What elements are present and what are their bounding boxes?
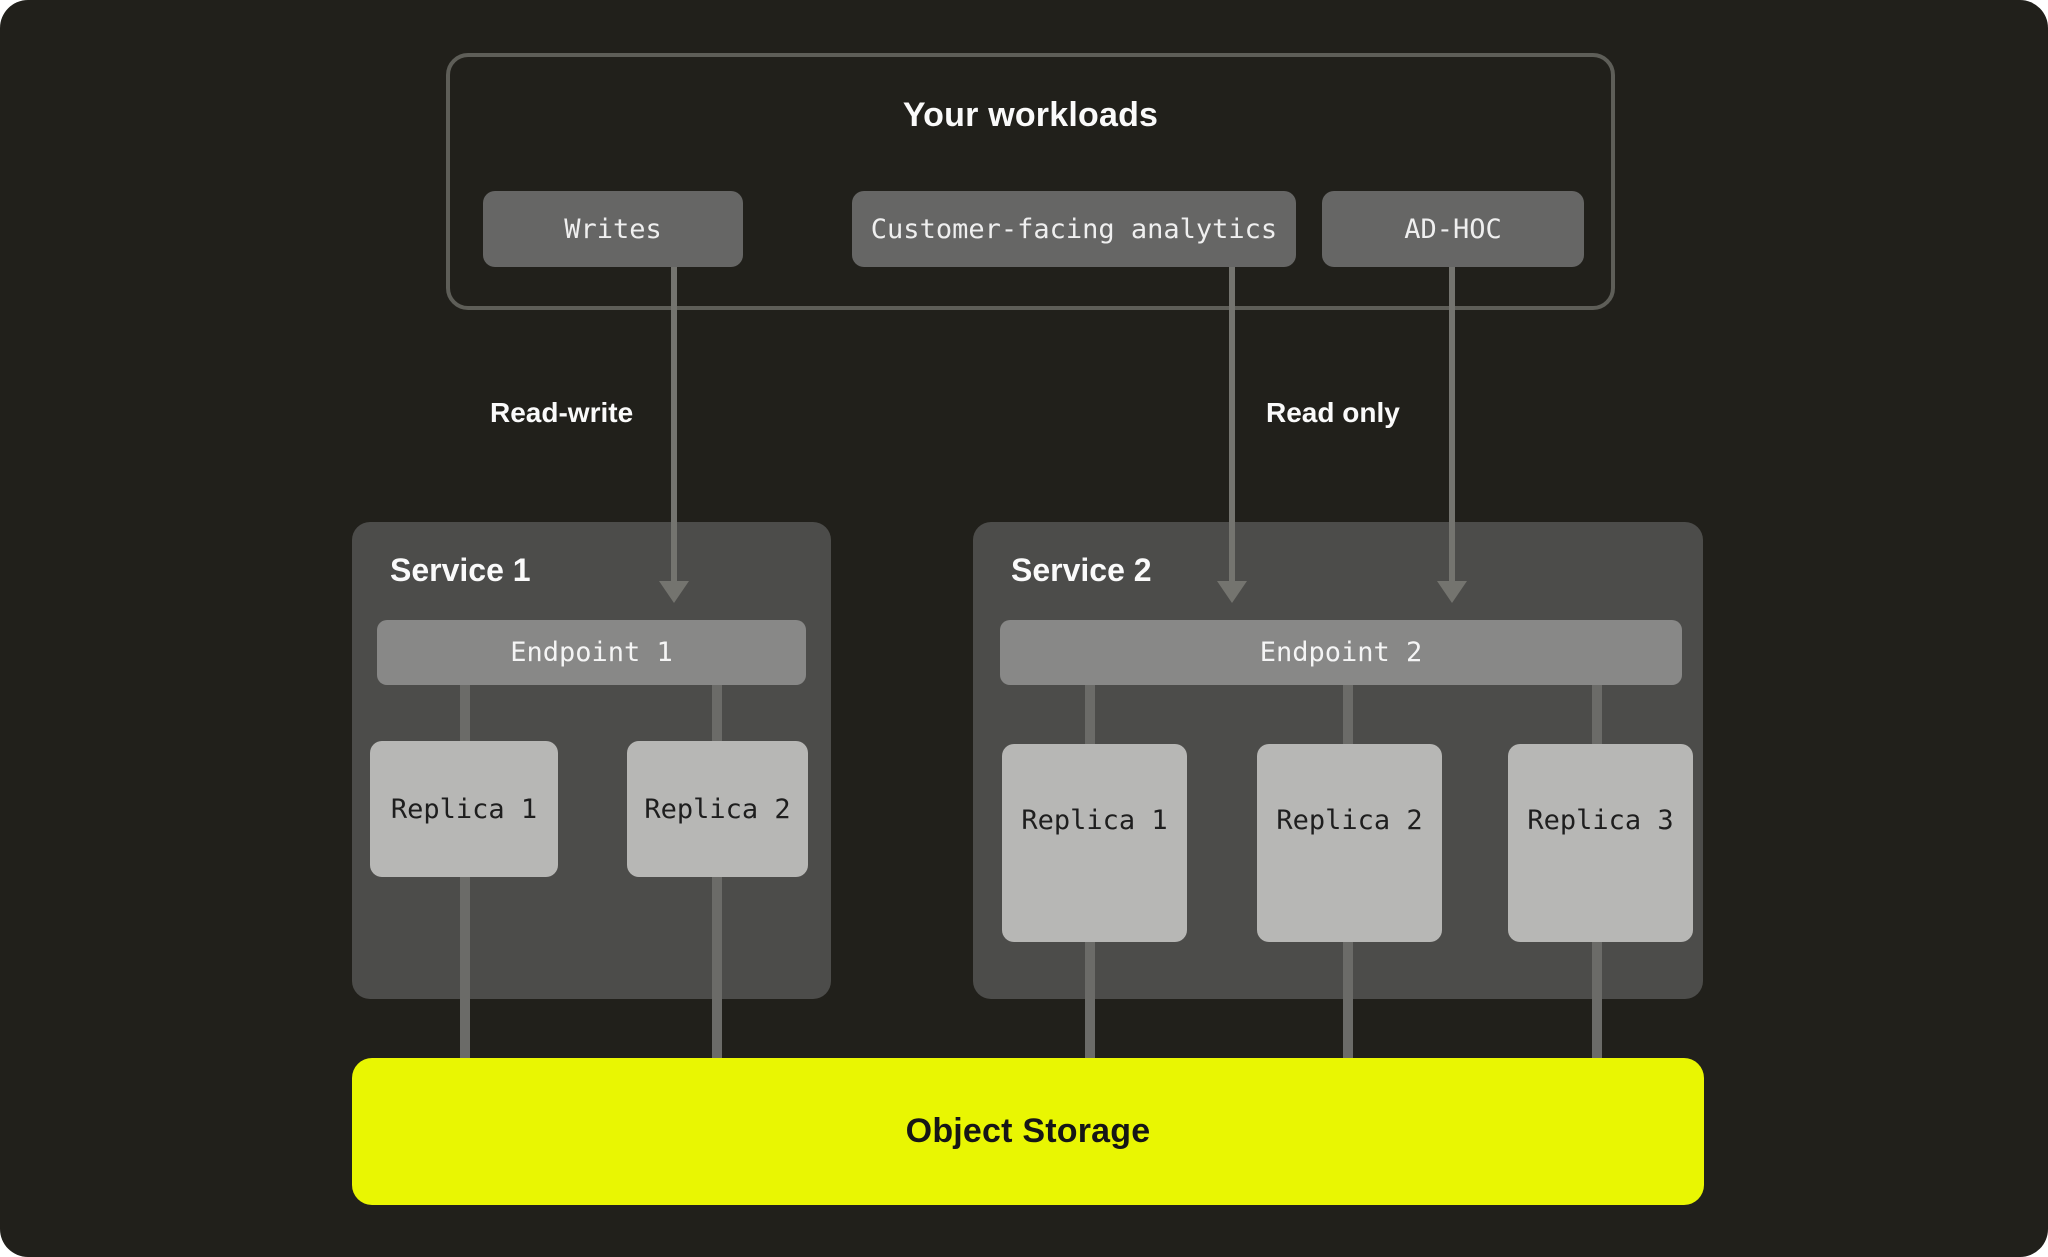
arrow-analytics-to-endpoint2 — [1229, 267, 1235, 583]
arrowhead-analytics-to-endpoint2 — [1217, 581, 1247, 603]
endpoint-2-node: Endpoint 2 — [1000, 620, 1682, 685]
arrowhead-adhoc-to-endpoint2 — [1437, 581, 1467, 603]
service2-replica-2-node: Replica 2 — [1257, 744, 1442, 942]
arrow-adhoc-to-endpoint2 — [1449, 267, 1455, 583]
object-storage-label: Object Storage — [905, 1112, 1151, 1150]
arrow-writes-to-endpoint1 — [671, 267, 677, 583]
read-only-label: Read only — [1266, 397, 1400, 428]
service2-replica-3-node: Replica 3 — [1508, 744, 1693, 942]
endpoint-1-node: Endpoint 1 — [377, 620, 806, 685]
service2-replica-1-node: Replica 1 — [1002, 744, 1187, 942]
arrowhead-writes-to-endpoint1 — [659, 581, 689, 603]
workload-node-ad-hoc: AD-HOC — [1322, 191, 1584, 267]
workloads-title: Your workloads — [902, 96, 1159, 134]
workload-node-customer-facing-analytics: Customer-facing analytics — [852, 191, 1296, 267]
service-1-title: Service 1 — [390, 552, 531, 588]
workloads-group-box — [446, 53, 1615, 310]
read-write-label: Read-write — [490, 397, 634, 428]
service1-replica-1-node: Replica 1 — [370, 741, 558, 877]
workload-node-writes: Writes — [483, 191, 743, 267]
service-2-title: Service 2 — [1011, 552, 1152, 588]
service1-replica-2-node: Replica 2 — [627, 741, 808, 877]
object-storage-node: Object Storage — [352, 1058, 1704, 1205]
